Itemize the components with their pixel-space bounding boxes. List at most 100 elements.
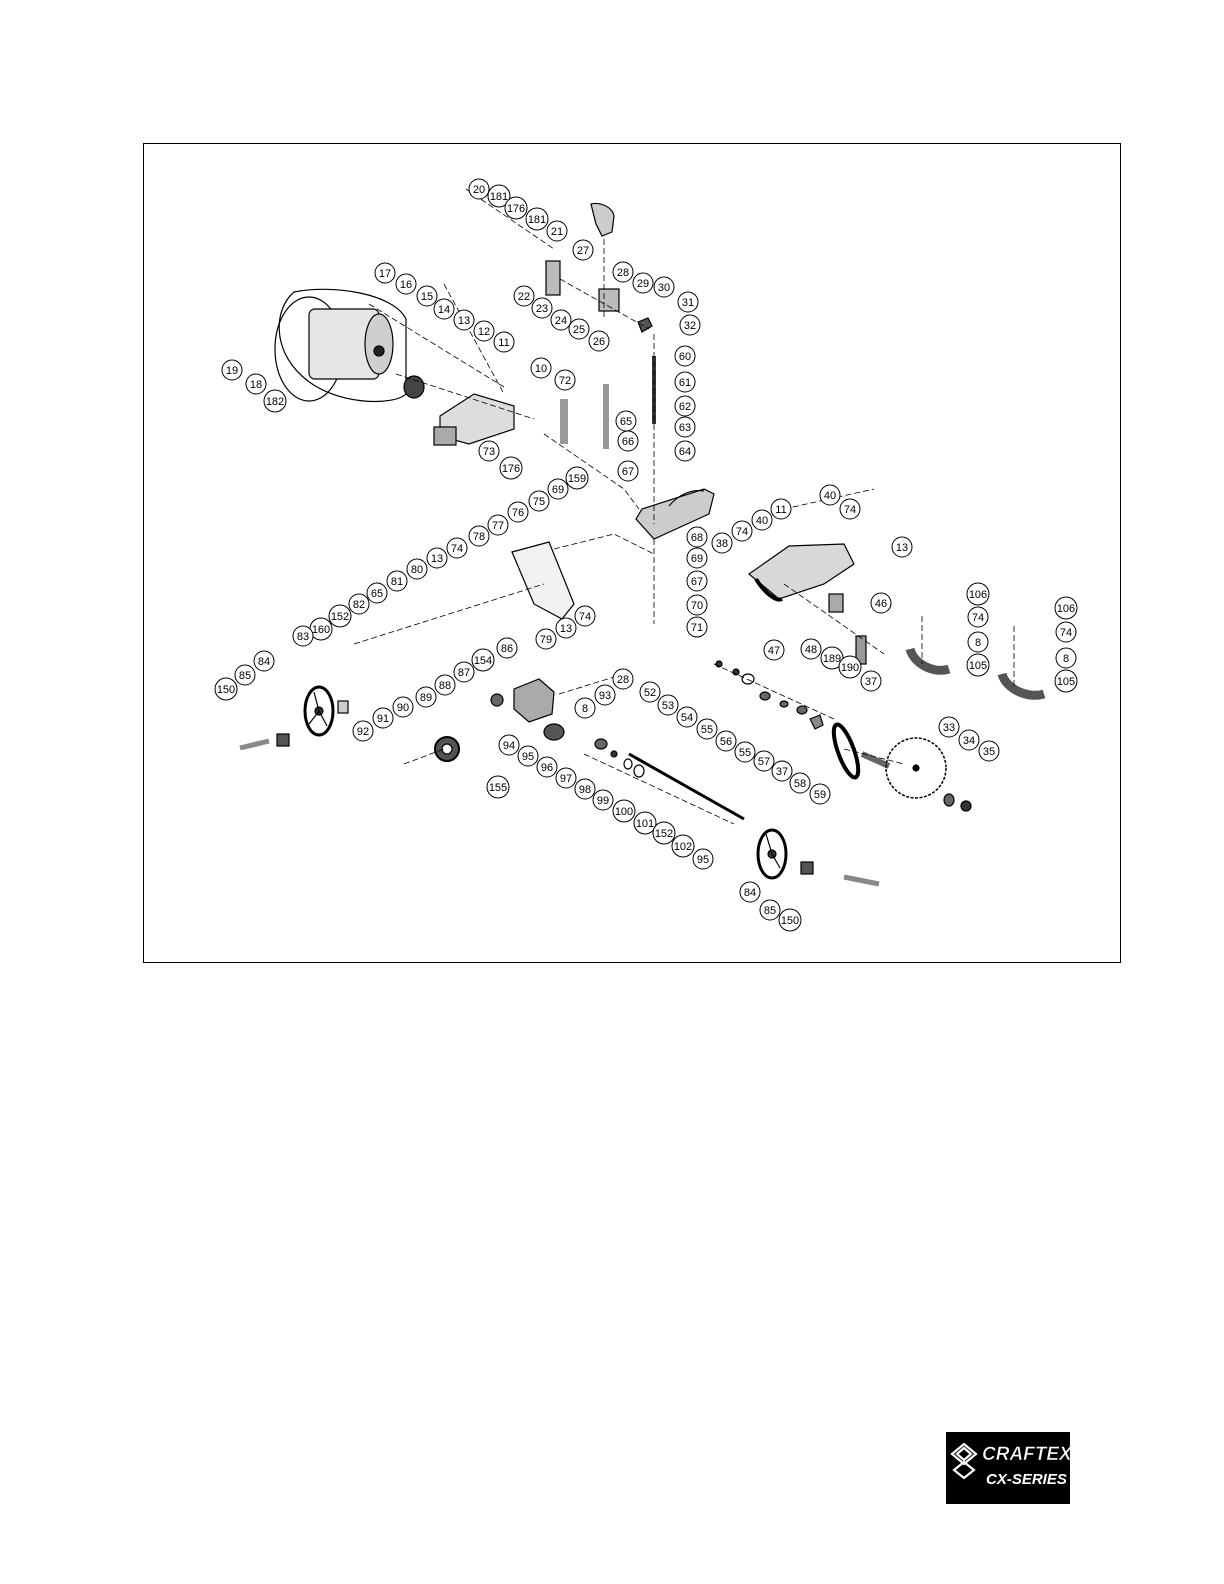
part-callout: 85 bbox=[234, 664, 256, 686]
callout-label: 24 bbox=[555, 315, 567, 327]
callout-circle bbox=[574, 778, 596, 800]
part-callout: 32 bbox=[679, 314, 701, 336]
motor-pulley bbox=[403, 375, 425, 399]
part-callout: 27 bbox=[572, 239, 594, 261]
part-callout: 189 bbox=[820, 646, 844, 670]
callout-circle bbox=[612, 799, 636, 823]
callout-label: 66 bbox=[622, 436, 634, 448]
callout-label: 55 bbox=[739, 747, 751, 759]
callout-label: 75 bbox=[533, 496, 545, 508]
callout-label: 76 bbox=[512, 507, 524, 519]
callout-label: 53 bbox=[662, 700, 674, 712]
callout-circle bbox=[568, 318, 590, 340]
part-callout: 91 bbox=[372, 707, 394, 729]
callout-label: 52 bbox=[644, 687, 656, 699]
callout-circle bbox=[245, 373, 267, 395]
part-callout: 55 bbox=[734, 741, 756, 763]
callout-circle bbox=[676, 706, 698, 728]
callout-circle bbox=[513, 285, 535, 307]
callout-label: 26 bbox=[593, 336, 605, 348]
callout-label: 89 bbox=[420, 692, 432, 704]
callout-label: 48 bbox=[805, 644, 817, 656]
arc-105a bbox=[905, 647, 951, 675]
callout-label: 96 bbox=[541, 762, 553, 774]
callout-label: 182 bbox=[266, 396, 284, 408]
callout-label: 46 bbox=[875, 598, 887, 610]
callout-label: 67 bbox=[622, 466, 634, 478]
part-callout: 11 bbox=[770, 498, 792, 520]
flange-34 bbox=[943, 793, 955, 807]
part-callout: 89 bbox=[415, 686, 437, 708]
part-callout: 75 bbox=[528, 490, 550, 512]
callout-circle bbox=[617, 460, 639, 482]
part-callout: 22 bbox=[513, 285, 535, 307]
part-callout: 159 bbox=[565, 466, 589, 490]
callout-circle bbox=[453, 309, 475, 331]
callout-label: 18 bbox=[250, 379, 262, 391]
callout-label: 152 bbox=[331, 611, 349, 623]
callout-label: 97 bbox=[560, 773, 572, 785]
part-callout: 37 bbox=[860, 670, 882, 692]
callout-label: 91 bbox=[377, 713, 389, 725]
part-callout: 8 bbox=[1055, 647, 1077, 669]
part-callout: 81 bbox=[386, 570, 408, 592]
callout-circle bbox=[612, 261, 634, 283]
callout-label: 19 bbox=[226, 365, 238, 377]
callout-circle bbox=[525, 207, 549, 231]
callout-label: 84 bbox=[258, 656, 270, 668]
part-callout: 74 bbox=[446, 537, 468, 559]
callout-label: 189 bbox=[823, 653, 841, 665]
part-callout: 70 bbox=[686, 594, 708, 616]
callout-circle bbox=[632, 272, 654, 294]
part-callout: 40 bbox=[751, 509, 773, 531]
callout-circle bbox=[535, 628, 557, 650]
part-callout: 34 bbox=[958, 729, 980, 751]
callout-label: 106 bbox=[1057, 603, 1075, 615]
callout-circle bbox=[530, 357, 552, 379]
callout-circle bbox=[870, 592, 892, 614]
callout-label: 32 bbox=[684, 320, 696, 332]
part-callout: 61 bbox=[674, 371, 696, 393]
riving-bracket bbox=[598, 288, 620, 312]
callout-circle bbox=[686, 594, 708, 616]
part-callout: 30 bbox=[653, 276, 675, 298]
callout-circle bbox=[839, 498, 861, 520]
logo-line1: CRAFTEX bbox=[982, 1444, 1070, 1465]
part-callout: 60 bbox=[674, 345, 696, 367]
part-callout: 53 bbox=[657, 694, 679, 716]
callout-circle bbox=[221, 359, 243, 381]
part-callout: 29 bbox=[632, 272, 654, 294]
part-callout: 95 bbox=[692, 848, 714, 870]
shaft-150-left bbox=[239, 738, 270, 751]
part-callout: 13 bbox=[555, 617, 577, 639]
motor-face bbox=[364, 313, 394, 375]
part-callout: 28 bbox=[612, 668, 634, 690]
callout-circle bbox=[565, 466, 589, 490]
callout-circle bbox=[446, 537, 468, 559]
callout-circle bbox=[234, 664, 256, 686]
part-callout: 10 bbox=[530, 357, 552, 379]
knob-32 bbox=[637, 317, 653, 333]
callout-label: 35 bbox=[983, 746, 995, 758]
part-callout: 181 bbox=[525, 207, 549, 231]
callout-circle bbox=[789, 772, 811, 794]
handwheel-right bbox=[756, 828, 788, 880]
callout-label: 74 bbox=[451, 543, 463, 555]
callout-label: 38 bbox=[716, 538, 728, 550]
callout-circle bbox=[374, 262, 396, 284]
callout-circle bbox=[395, 273, 417, 295]
part-callout: 152 bbox=[328, 604, 352, 628]
callout-label: 101 bbox=[636, 818, 654, 830]
callout-label: 83 bbox=[297, 631, 309, 643]
part-callout: 97 bbox=[555, 767, 577, 789]
callout-label: 94 bbox=[503, 740, 515, 752]
callout-circle bbox=[528, 490, 550, 512]
part-callout: 28 bbox=[612, 261, 634, 283]
saw-blade-33 bbox=[885, 737, 947, 799]
part-callout: 69 bbox=[547, 478, 569, 500]
callout-label: 105 bbox=[969, 660, 987, 672]
callout-circle bbox=[499, 456, 523, 480]
part-callout: 90 bbox=[392, 696, 414, 718]
callout-label: 55 bbox=[701, 724, 713, 736]
callout-circle bbox=[468, 525, 490, 547]
